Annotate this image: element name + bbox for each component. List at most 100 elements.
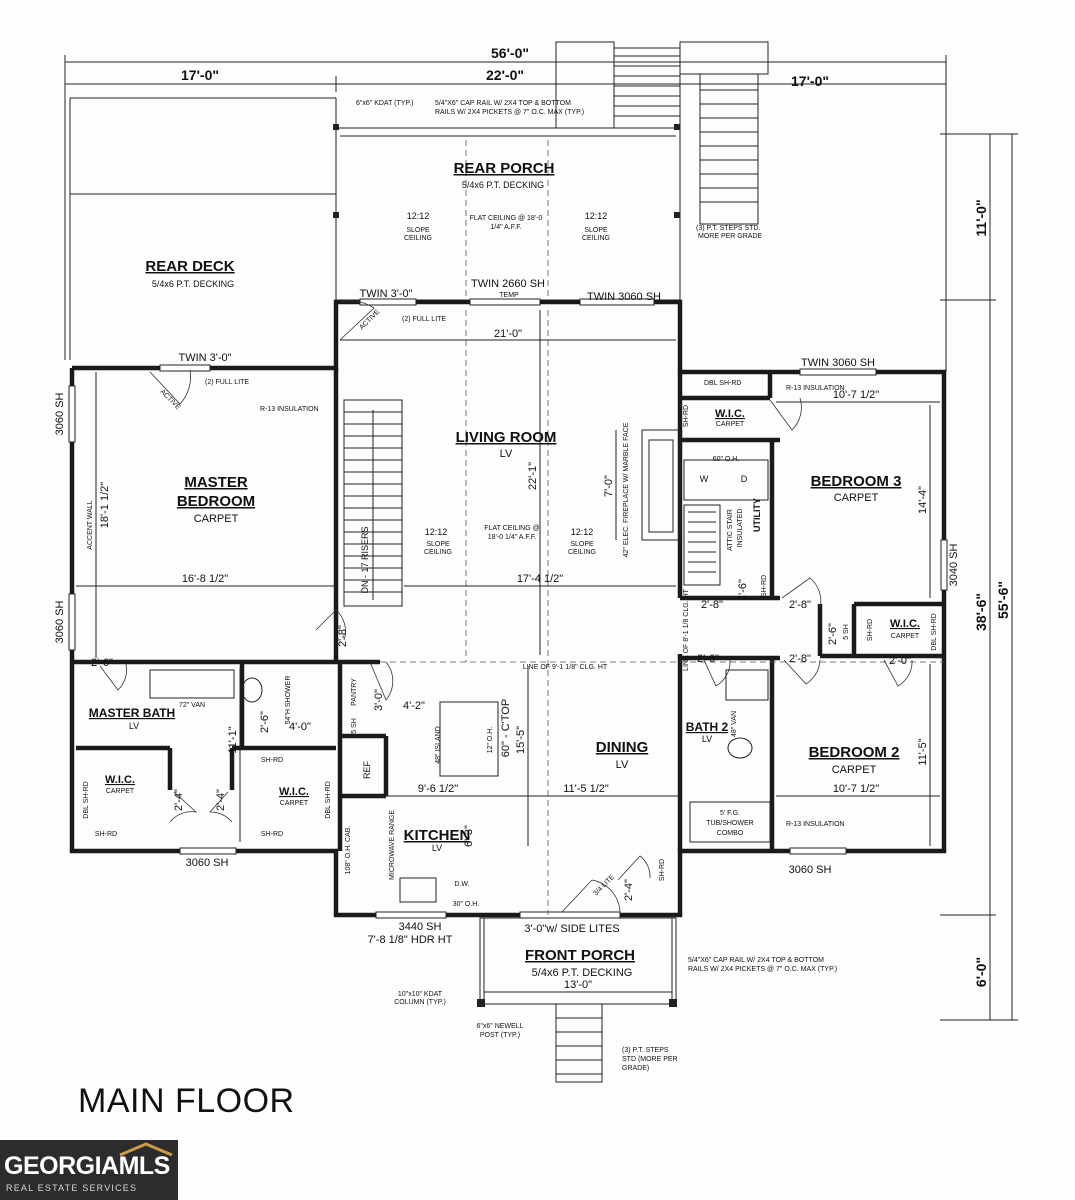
main-depth: 38'-6": [973, 593, 989, 631]
r13-bed3: R-13 INSULATION: [786, 385, 845, 392]
clg-ht-line-label: LINE OF 9'-1 1/8" CLG. HT: [523, 664, 608, 671]
bed2-door: 2'-8": [789, 653, 811, 665]
overall-width: 56'-0": [491, 45, 529, 61]
utility-oh-label: 60" O.H.: [713, 456, 740, 463]
lr-flat-ceiling-2: 18'-0 1/4" A.F.F.: [488, 534, 537, 541]
front-porch-title: FRONT PORCH: [525, 947, 635, 964]
linen-door: 2'-6": [827, 623, 839, 645]
windows: [68, 298, 948, 919]
lr-slope-ratio-right: 12:12: [571, 527, 594, 537]
living-width-bottom: 17'-4 1/2": [517, 573, 563, 585]
kitchen-title: KITCHEN: [404, 827, 471, 844]
rear-steps-label-2: MORE PER GRADE: [698, 233, 763, 240]
front-porch-width: 13'-0": [564, 979, 592, 991]
wic-master2-surface: CARPET: [280, 800, 309, 807]
r13-bed2: R-13 INSULATION: [786, 821, 845, 828]
kitchen-surface: LV: [432, 843, 442, 853]
utility-closet-dim: 1'-6": [737, 579, 749, 601]
rear-steps: (3) P.T. STEPS STD. MORE PER GRADE: [555, 41, 769, 240]
living-title: LIVING ROOM: [456, 429, 557, 446]
lr-slope-right-1: SLOPE: [570, 541, 594, 548]
overall-depth: 55'-6": [995, 581, 1011, 619]
tub-label-3: COMBO: [717, 830, 744, 837]
twin-2660-label: TWIN 2660 SH: [471, 278, 545, 290]
dimension-notes: 21'-0" ACTIVE ACTIVE R-13 INSULATION R-1…: [76, 308, 940, 908]
r13-master: R-13 INSULATION: [260, 406, 319, 413]
sh-3060-bed2: 3060 SH: [789, 864, 832, 876]
master-bath-surface: LV: [129, 721, 139, 731]
sh-3060-master-wic: 3060 SH: [186, 857, 229, 869]
master-bath-entry: 2'-6": [91, 657, 113, 669]
sh-3060-master-lower: 3060 SH: [54, 601, 66, 644]
logo-name: GEORGIAMLS: [4, 1152, 170, 1180]
rear-porch-title: REAR PORCH: [454, 160, 555, 177]
porch-slope-ratio-left: 12:12: [407, 211, 430, 221]
pantry-shelf: 5 SH: [351, 718, 358, 734]
master-bath-depth: 11'-1": [227, 726, 239, 753]
lr-slope-left-1: SLOPE: [426, 541, 450, 548]
microwave-range: MICROWAVE RANGE: [389, 810, 396, 880]
master-vanity: 72" VAN: [179, 702, 205, 709]
bed3-depth: 14'-4": [917, 486, 929, 514]
tub-label-1: 5' F.G.: [720, 810, 740, 817]
pantry-label: PANTRY: [351, 678, 358, 706]
bath2-vanity: 48" VAN: [731, 711, 738, 737]
wic-bed2-title: W.I.C.: [890, 618, 920, 630]
attic-stair-label: ATTIC STAIR: [727, 509, 734, 551]
three-quarter-lite: 3/4 LITE: [592, 874, 616, 898]
kitchen-aisle: 6'-3": [463, 825, 475, 847]
rear-steps-label-1: (3) P.T. STEPS STD.: [696, 225, 760, 232]
temp-label: TEMP: [499, 292, 519, 299]
master-title-2: BEDROOM: [177, 493, 255, 510]
top-dim-right: 17'-0": [791, 73, 829, 89]
kdat-label: 6"x6" KDAT (TYP.): [356, 100, 414, 107]
pantry-door: 3'-0": [373, 689, 385, 711]
twin-30-rear-label: TWIN 3'-0": [359, 288, 412, 300]
newell-post-2: POST (TYP.): [480, 1032, 520, 1039]
full-lite-living: (2) FULL LITE: [402, 316, 446, 323]
kdat-column-1: 10"x10" KDAT: [398, 991, 443, 998]
master-depth: 18'-1 1/2": [99, 482, 111, 528]
stair-label: DN - 17 RISERS: [360, 526, 370, 593]
wic2-door: 2'-4": [215, 789, 227, 811]
porch-slope-ratio-right: 12:12: [585, 211, 608, 221]
front-cap-rail-2: RAILS W/ 2X4 PICKETS @ 7" O.C. MAX (TYP.…: [688, 966, 837, 973]
sh-3440-kitchen: 3440 SH: [399, 921, 442, 933]
bed2-depth: 11'-5": [917, 738, 929, 765]
wic-master2-title: W.I.C.: [279, 786, 309, 798]
master-shower: 54"H SHOWER: [285, 676, 292, 725]
dining-title: DINING: [596, 739, 649, 756]
side-lites-label: 3'-0"w/ SIDE LITES: [524, 923, 619, 935]
georgia-mls-logo: GEORGIAMLS REAL ESTATE SERVICES: [0, 1140, 178, 1200]
overall-dimensions: 56'-0" 17'-0" 22'-0" 17'-0" 11'-0" 38'-6…: [64, 45, 1018, 1021]
bed3-width: 10'-7 1/2": [833, 389, 879, 401]
porch-flat-ceiling-1: FLAT CEILING @ 18'-0: [470, 215, 543, 222]
living-width-top: 21'-0": [494, 328, 522, 340]
wic1-shelf-bottom: SH-RD: [95, 831, 117, 838]
front-cap-rail-1: 5/4"X6" CAP RAIL W/ 2X4 TOP & BOTTOM: [688, 957, 824, 964]
logo-tagline: REAL ESTATE SERVICES: [6, 1183, 138, 1193]
room-labels: LIVING ROOM LV MASTER BEDROOM CARPET BED…: [89, 408, 920, 979]
wic-master1-title: W.I.C.: [105, 774, 135, 786]
island-clearance: 4'-2": [403, 700, 425, 712]
rear-deck-surface: 5/4x6 P.T. DECKING: [152, 279, 234, 289]
bed2-surface: CARPET: [832, 764, 877, 776]
utility-door: 2'-8": [701, 599, 723, 611]
porch-flat-ceiling-2: 1/4" A.F.F.: [490, 224, 521, 231]
sh-3060-master-upper: 3060 SH: [54, 393, 66, 436]
ref-label: REF: [362, 760, 372, 779]
front-steps-1: (3) P.T. STEPS: [622, 1047, 669, 1054]
porch-slope-right-2: CEILING: [582, 235, 610, 242]
top-dim-center: 22'-0": [486, 67, 524, 83]
lr-slope-left-2: CEILING: [424, 549, 452, 556]
front-porch-area: 13'-0" 5/4"X6" CAP RAIL W/ 2X4 TOP & BOT…: [394, 917, 837, 1083]
sh-3040-bed3: 3040 SH: [948, 544, 960, 587]
rear-deck-title: REAR DECK: [145, 258, 234, 275]
bath2-surface: LV: [702, 734, 712, 744]
tub-label-2: TUB/SHOWER: [706, 820, 753, 827]
rear-porch-surface: 5/4x6 P.T. DECKING: [462, 180, 544, 190]
ceiling-lines: LINE OF 9'-1 1/8" CLG. HT LINE OF 8'-1 1…: [380, 310, 944, 915]
exterior-walls: [69, 299, 947, 918]
